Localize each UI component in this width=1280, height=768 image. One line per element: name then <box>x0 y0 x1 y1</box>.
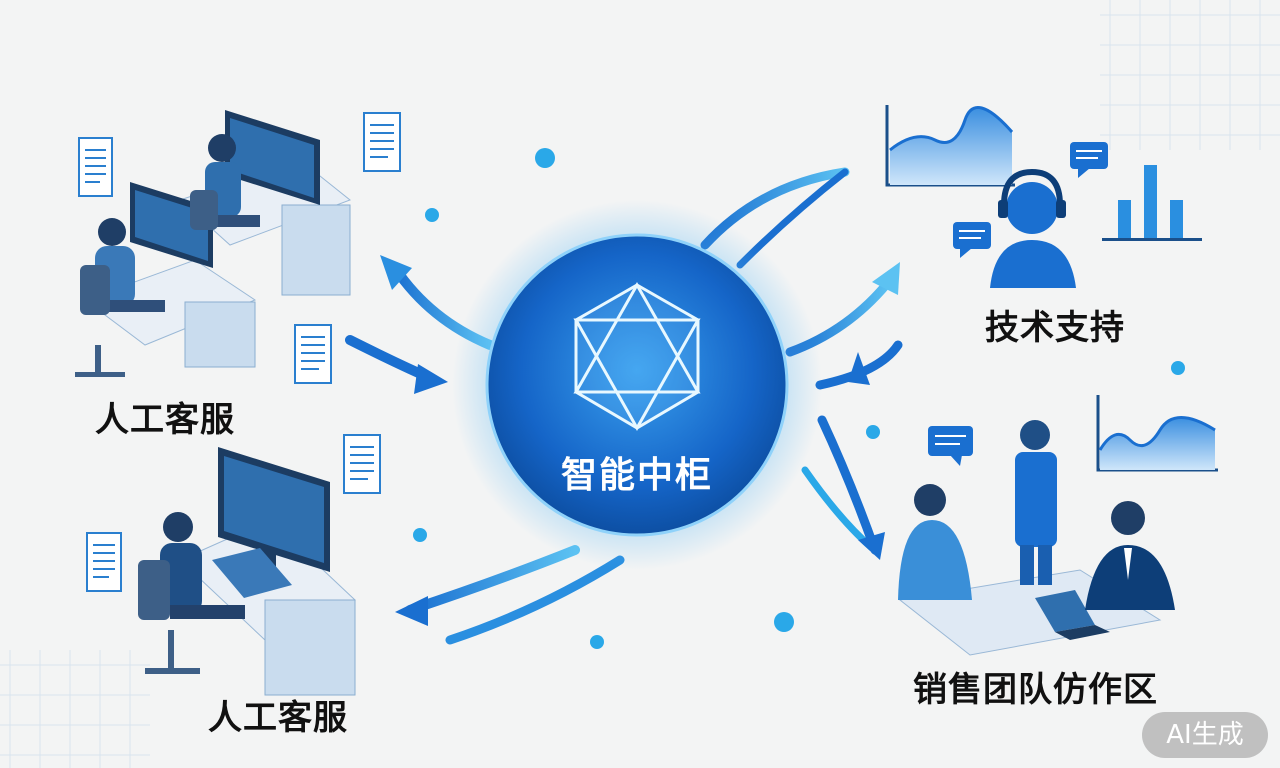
agent-person-icon <box>160 512 245 619</box>
hub-label: 智能中柜 <box>561 455 713 496</box>
seated-woman-icon <box>898 484 972 600</box>
headset-agent-icon <box>990 168 1076 288</box>
tech-support-label: 技术支持 <box>985 308 1125 348</box>
arrow-hub-to-sales <box>817 415 880 555</box>
document-icon <box>343 434 381 494</box>
document-icons <box>78 112 401 592</box>
document-icon <box>78 137 113 197</box>
hexagram-icon <box>573 281 701 432</box>
chat-bubble-icon <box>928 426 973 466</box>
area-chart-icon <box>1096 395 1218 472</box>
document-icon <box>294 324 332 384</box>
chat-bubble-icon <box>953 222 991 258</box>
monitor-icon <box>218 447 330 572</box>
laptop-icon <box>1035 590 1110 640</box>
floating-dots <box>413 148 1185 649</box>
grid-decoration-bottom-left <box>0 650 150 768</box>
area-chart-icon <box>885 105 1015 187</box>
tech-support-illustration <box>885 105 1202 288</box>
seated-man-icon <box>1085 501 1175 610</box>
keyboard-icon <box>212 548 292 598</box>
agents-bottom-illustration <box>138 447 356 696</box>
sales-team-label: 销售团队仿作区 <box>913 670 1158 710</box>
document-icon <box>86 532 122 592</box>
chat-bubble-icon <box>1070 142 1108 178</box>
chair-icon <box>75 190 218 377</box>
arrow-hub-to-agents-bottom <box>405 545 580 615</box>
agents-top-label: 人工客服 <box>95 400 235 440</box>
document-icon <box>363 112 401 172</box>
central-hub: 智能中柜 <box>452 200 822 570</box>
agents-bottom-label: 人工客服 <box>208 698 348 738</box>
chair-icon <box>138 560 200 674</box>
ai-generated-badge: AI生成 <box>1142 712 1268 758</box>
bar-chart-icon <box>1102 165 1202 241</box>
standing-person-icon <box>1015 420 1057 585</box>
agents-top-illustration <box>75 110 351 377</box>
arrow-tech-to-hub <box>815 340 903 390</box>
monitor-icon <box>130 110 320 268</box>
grid-decoration-top-right <box>1100 0 1280 150</box>
sales-team-illustration <box>898 395 1218 656</box>
